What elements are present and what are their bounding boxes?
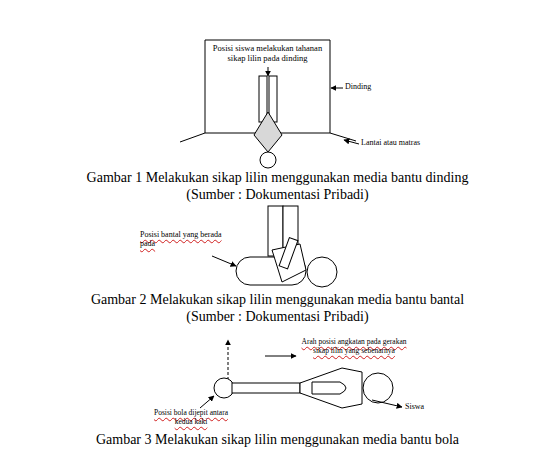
figure-caption: Gambar 1 Melakukan sikap lilin menggunak… xyxy=(20,170,535,186)
head xyxy=(363,373,393,403)
floor-line xyxy=(330,133,356,141)
leader-arrow xyxy=(344,140,359,144)
leader-arrow xyxy=(212,256,236,266)
head xyxy=(307,257,337,287)
callout-label: Posisi siswa melakukan tahanan sikap lil… xyxy=(207,44,328,64)
direction-arrow xyxy=(228,340,229,380)
leader-arrow xyxy=(200,396,214,408)
arm xyxy=(312,382,346,394)
callout-label: Siswa xyxy=(405,402,455,411)
pillow-figure xyxy=(212,206,337,287)
leader-arrow xyxy=(372,400,402,407)
figure-caption: Gambar 3 Melakukan sikap lilin menggunak… xyxy=(20,432,535,448)
leader-arrow xyxy=(331,88,343,89)
head xyxy=(260,152,276,168)
direction-arrow xyxy=(265,356,296,357)
floor-line xyxy=(180,133,205,142)
callout-label: Arah posisi angkatan pada gerakan sikap … xyxy=(298,338,410,355)
figure-caption: Gambar 2 Melakukan sikap lilin menggunak… xyxy=(20,292,535,308)
wall-figure xyxy=(180,40,359,168)
body xyxy=(300,368,362,408)
callout-label: Posisi bantal yang berada pada xyxy=(140,230,232,248)
arm xyxy=(279,238,298,269)
callout-label: Posisi bola dijepit antara kedua kaki xyxy=(145,409,237,426)
figure-caption: (Sumber : Dokumentasi Pribadi) xyxy=(20,187,535,203)
leader-arrow xyxy=(268,67,269,76)
callout-label: Lantai atau matras xyxy=(361,138,471,147)
ball xyxy=(214,378,234,398)
callout-label: Dinding xyxy=(345,82,405,91)
legs xyxy=(232,383,300,393)
figure-caption: (Sumber : Dokumentasi Pribadi) xyxy=(20,309,535,325)
body xyxy=(254,112,282,152)
